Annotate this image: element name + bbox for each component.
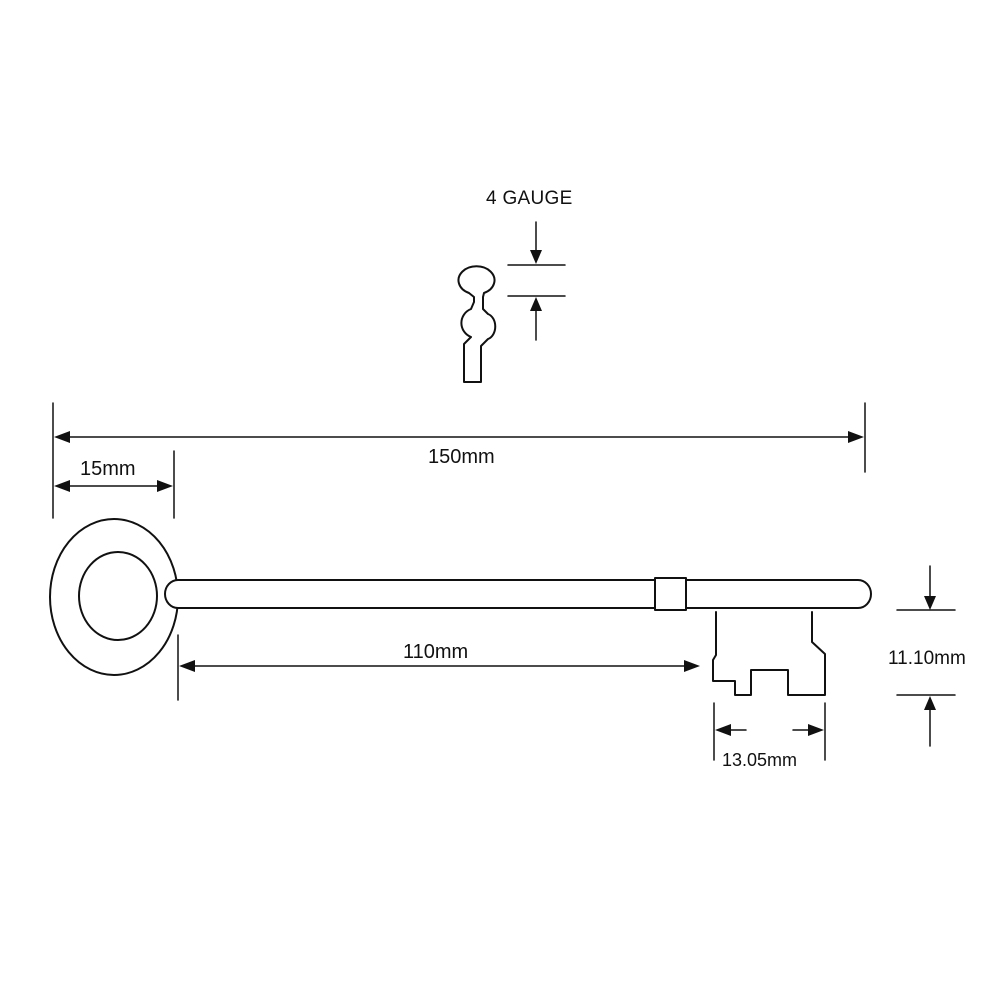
- overall-length-label: 150mm: [428, 446, 495, 468]
- bit-height-dimension: [896, 565, 956, 747]
- shank-length-label: 110mm: [403, 641, 469, 663]
- shank-length-dimension: [177, 634, 700, 701]
- gauge-label: 4 GAUGE: [486, 188, 573, 209]
- key-shank: [164, 577, 872, 611]
- key-bit: [712, 611, 826, 696]
- key-profile-icon: [457, 265, 497, 383]
- key-bow: [49, 518, 179, 676]
- overall-length-dimension: [52, 402, 866, 519]
- bit-width-label: 13.05mm: [722, 750, 798, 770]
- gauge-dimension: [507, 221, 566, 341]
- bow-width-dimension: [54, 450, 175, 519]
- bit-height-label: 11.10mm: [888, 648, 966, 669]
- bow-width-label: 15mm: [80, 458, 136, 480]
- bit-width-dimension: [713, 702, 826, 761]
